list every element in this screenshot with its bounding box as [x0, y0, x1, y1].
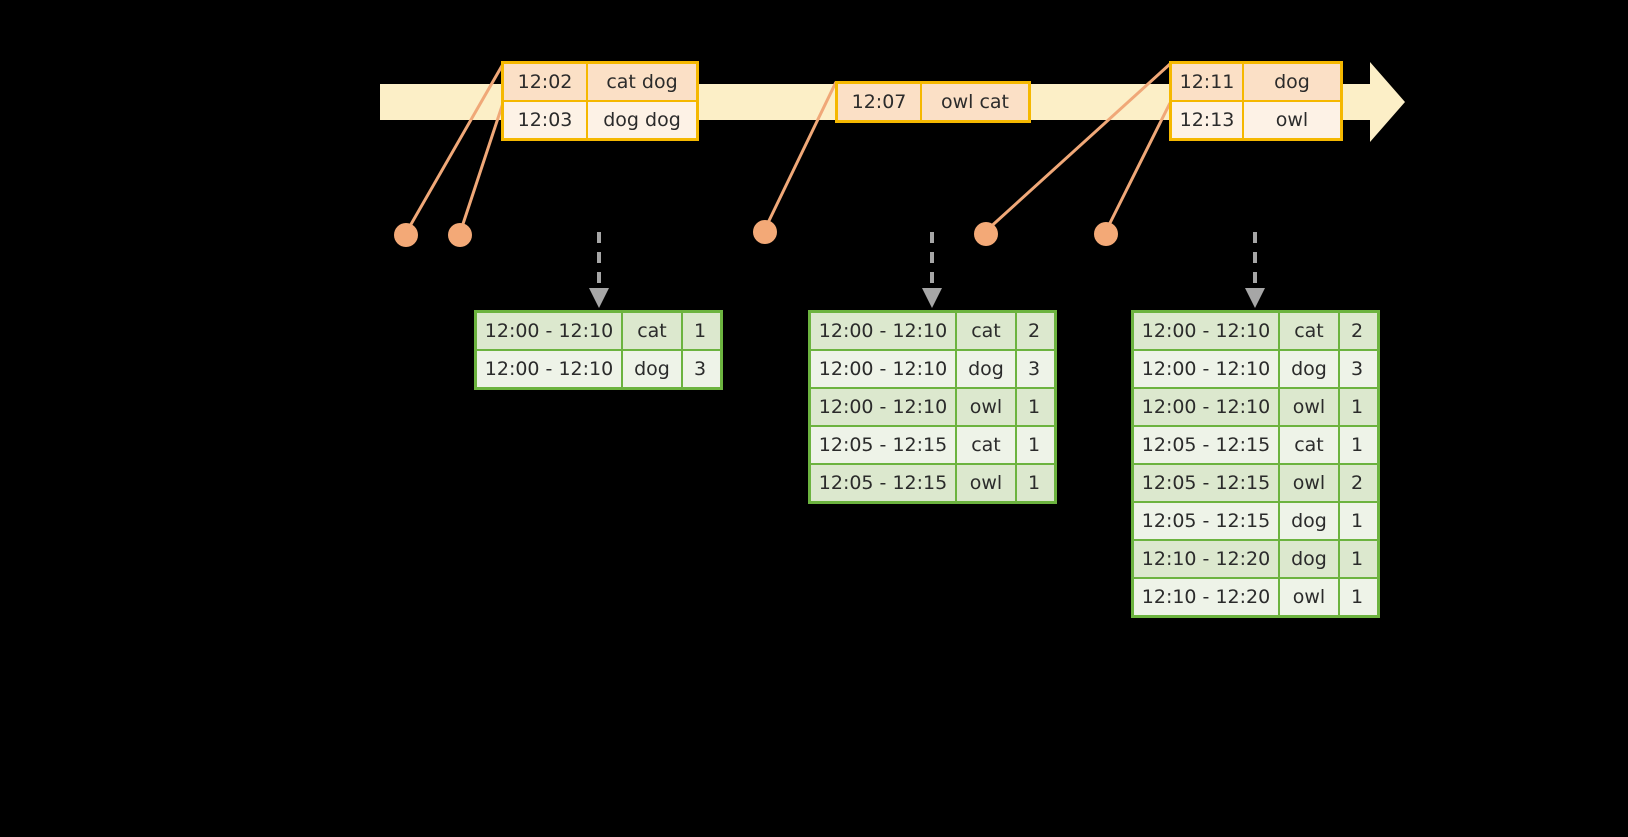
event-time: 12:13 [1172, 102, 1244, 138]
word-cell: cat [957, 427, 1017, 463]
table-row[interactable]: 12:00 - 12:10 owl 1 [811, 389, 1054, 427]
table-row[interactable]: 12:00 - 12:10 cat 1 [477, 313, 720, 351]
result-table-1[interactable]: 12:00 - 12:10 cat 1 12:00 - 12:10 dog 3 [474, 310, 723, 390]
connector-dot-4 [974, 222, 998, 246]
count-cell: 3 [1350, 358, 1364, 380]
window-cell: 12:00 - 12:10 [477, 313, 623, 349]
event-time: 12:02 [504, 64, 588, 100]
table-row[interactable]: 12:00 - 12:10 cat 2 [811, 313, 1054, 351]
count-cell: 1 [1350, 396, 1364, 418]
event-time: 12:07 [838, 84, 922, 120]
window-cell: 12:00 - 12:10 [1134, 389, 1280, 425]
word-cell: cat [1280, 313, 1340, 349]
event-words: cat dog [606, 71, 678, 93]
event-group-3[interactable]: 12:11 dog 12:13 owl [1169, 61, 1343, 141]
count-cell: 2 [1027, 320, 1041, 342]
connector-dot-3 [753, 220, 777, 244]
window-cell: 12:05 - 12:15 [811, 465, 957, 501]
word-cell: dog [957, 351, 1017, 387]
emit-arrow-3 [1245, 232, 1265, 308]
word-cell: dog [623, 351, 683, 387]
table-row[interactable]: 12:00 - 12:10 dog 3 [811, 351, 1054, 389]
event-time: 12:11 [1172, 64, 1244, 100]
window-cell: 12:00 - 12:10 [811, 313, 957, 349]
table-row[interactable]: 12:10 - 12:20 owl 1 [1134, 579, 1377, 615]
window-cell: 12:00 - 12:10 [1134, 313, 1280, 349]
event-time: 12:03 [504, 102, 588, 138]
count-cell: 1 [1350, 548, 1364, 570]
table-row[interactable]: 12:00 - 12:10 dog 3 [477, 351, 720, 387]
window-cell: 12:05 - 12:15 [1134, 427, 1280, 463]
count-cell: 1 [693, 320, 707, 342]
connector-dot-5 [1094, 222, 1118, 246]
word-cell: cat [1280, 427, 1340, 463]
table-row[interactable]: 12:05 - 12:15 cat 1 [811, 427, 1054, 465]
word-cell: cat [623, 313, 683, 349]
connector-dot-2 [448, 223, 472, 247]
window-cell: 12:05 - 12:15 [1134, 503, 1280, 539]
connector-dots [394, 220, 1118, 247]
table-row[interactable]: 12:00 - 12:10 dog 3 [1134, 351, 1377, 389]
word-cell: owl [1280, 579, 1340, 615]
count-cell: 1 [1350, 510, 1364, 532]
window-cell: 12:00 - 12:10 [811, 351, 957, 387]
event-words: dog dog [603, 109, 681, 131]
word-cell: owl [1280, 465, 1340, 501]
event-row[interactable]: 12:03 dog dog [504, 100, 696, 138]
connector-line-5 [1104, 102, 1172, 232]
window-cell: 12:00 - 12:10 [1134, 351, 1280, 387]
event-words: owl [1275, 109, 1309, 131]
table-row[interactable]: 12:05 - 12:15 owl 1 [811, 465, 1054, 501]
emit-arrow-2 [922, 232, 942, 308]
window-cell: 12:10 - 12:20 [1134, 579, 1280, 615]
result-table-3[interactable]: 12:00 - 12:10 cat 2 12:00 - 12:10 dog 3 … [1131, 310, 1380, 618]
window-cell: 12:00 - 12:10 [477, 351, 623, 387]
connector-line-2 [458, 102, 505, 234]
event-row[interactable]: 12:07 owl cat [838, 84, 1028, 120]
count-cell: 3 [1027, 358, 1041, 380]
window-cell: 12:00 - 12:10 [811, 389, 957, 425]
word-cell: dog [1280, 503, 1340, 539]
connector-line-3 [763, 81, 838, 230]
window-cell: 12:05 - 12:15 [1134, 465, 1280, 501]
table-row[interactable]: 12:05 - 12:15 dog 1 [1134, 503, 1377, 541]
event-group-2[interactable]: 12:07 owl cat [835, 81, 1031, 123]
word-cell: dog [1280, 351, 1340, 387]
count-cell: 2 [1350, 472, 1364, 494]
table-row[interactable]: 12:05 - 12:15 owl 2 [1134, 465, 1377, 503]
window-cell: 12:10 - 12:20 [1134, 541, 1280, 577]
table-row[interactable]: 12:10 - 12:20 dog 1 [1134, 541, 1377, 579]
count-cell: 2 [1350, 320, 1364, 342]
emit-arrow-1 [589, 232, 609, 308]
word-cell: owl [957, 389, 1017, 425]
event-row[interactable]: 12:13 owl [1172, 100, 1340, 138]
word-cell: cat [957, 313, 1017, 349]
result-table-2[interactable]: 12:00 - 12:10 cat 2 12:00 - 12:10 dog 3 … [808, 310, 1057, 504]
count-cell: 1 [1027, 434, 1041, 456]
table-row[interactable]: 12:00 - 12:10 owl 1 [1134, 389, 1377, 427]
window-cell: 12:05 - 12:15 [811, 427, 957, 463]
event-group-1[interactable]: 12:02 cat dog 12:03 dog dog [501, 61, 699, 141]
word-cell: owl [957, 465, 1017, 501]
table-row[interactable]: 12:05 - 12:15 cat 1 [1134, 427, 1377, 465]
connector-line-1 [404, 63, 505, 234]
connector-dot-1 [394, 223, 418, 247]
event-row[interactable]: 12:11 dog [1172, 64, 1340, 100]
event-words: dog [1274, 71, 1310, 93]
count-cell: 3 [693, 358, 707, 380]
count-cell: 1 [1027, 472, 1041, 494]
emit-arrows [589, 232, 1265, 308]
word-cell: owl [1280, 389, 1340, 425]
table-row[interactable]: 12:00 - 12:10 cat 2 [1134, 313, 1377, 351]
count-cell: 1 [1350, 434, 1364, 456]
event-words: owl cat [940, 91, 1010, 113]
word-cell: dog [1280, 541, 1340, 577]
count-cell: 1 [1027, 396, 1041, 418]
event-row[interactable]: 12:02 cat dog [504, 64, 696, 100]
count-cell: 1 [1350, 586, 1364, 608]
